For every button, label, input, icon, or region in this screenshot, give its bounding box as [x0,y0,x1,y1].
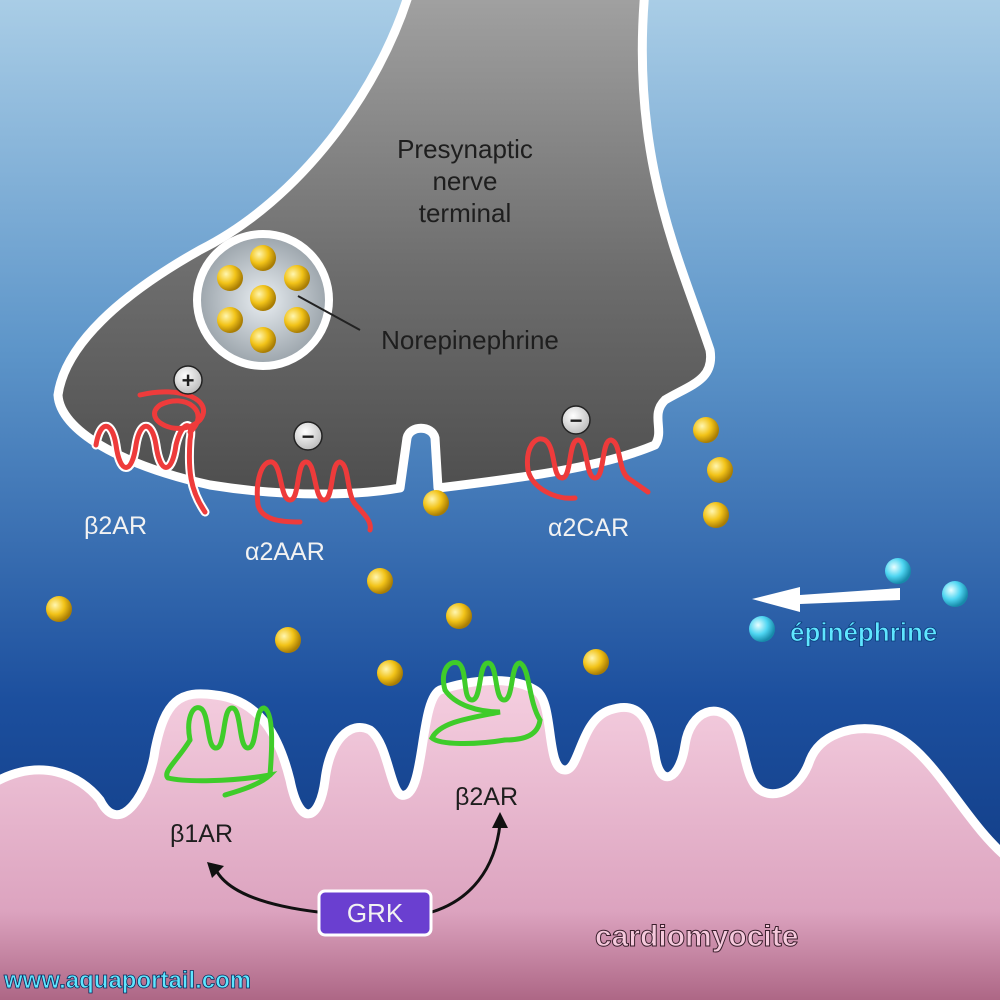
beta2-postsynaptic-receptor [428,660,543,747]
norepinephrine-dot [275,627,301,653]
vesicle-pointer [297,295,361,331]
norepinephrine-dot [707,457,733,483]
grk-box: GRK [317,889,433,937]
epinephrine-arrow [752,587,900,612]
norepinephrine-dot [250,327,276,353]
released-norepinephrine [46,417,733,686]
epinephrine-dot [749,616,775,642]
norepinephrine-dot [284,265,310,291]
norepinephrine-dot [217,307,243,333]
norepinephrine-dot [250,245,276,271]
beta2-presynaptic-receptor [91,389,210,517]
norepinephrine-dot [250,285,276,311]
inhibitory-sign-alpha2c: − [561,405,591,435]
cardiomyocyte-label: cardiomyocite [595,920,798,953]
epinephrine-molecules [749,558,968,642]
norepinephrine-dot [693,417,719,443]
svg-text:−: − [570,408,583,433]
presynaptic-label-line-3: terminal [419,198,511,228]
epinephrine-dot [885,558,911,584]
beta2-postsynaptic-label: β2AR [455,783,518,811]
norepinephrine-dot [367,568,393,594]
grk-arrows [213,823,502,914]
norepinephrine-dot [217,265,243,291]
epinephrine-label: épinéphrine [790,617,937,647]
watermark: www.aquaportail.com [3,967,251,994]
beta2-presynaptic-label: β2AR [84,512,147,540]
norepinephrine-dot [423,490,449,516]
alpha2c-receptor [524,436,651,501]
svg-text:+: + [182,368,195,393]
vesicle-contents [217,245,310,353]
norepinephrine-dot [583,649,609,675]
norepinephrine-dot [377,660,403,686]
presynaptic-terminal [53,0,716,499]
beta1-label: β1AR [170,820,233,848]
grk-label: GRK [347,898,404,928]
norepinephrine-dot [703,502,729,528]
inhibitory-sign-alpha2a: − [293,421,323,451]
svg-text:−: − [302,424,315,449]
epinephrine-dot [942,581,968,607]
norepinephrine-dot [284,307,310,333]
alpha2c-label: α2CAR [548,514,629,542]
presynaptic-label-line-2: nerve [432,166,497,196]
alpha2a-label: α2AAR [245,538,325,566]
vesicle-label: Norepinephrine [381,325,559,355]
presynaptic-label-line-1: Presynaptic [397,134,533,164]
excitatory-sign: + [173,365,203,395]
grk-arrowhead-left [207,862,224,878]
norepinephrine-dot [446,603,472,629]
beta1-receptor [164,705,278,798]
grk-arrowhead-right [492,812,508,828]
norepinephrine-dot [46,596,72,622]
alpha2a-receptor [254,459,373,533]
